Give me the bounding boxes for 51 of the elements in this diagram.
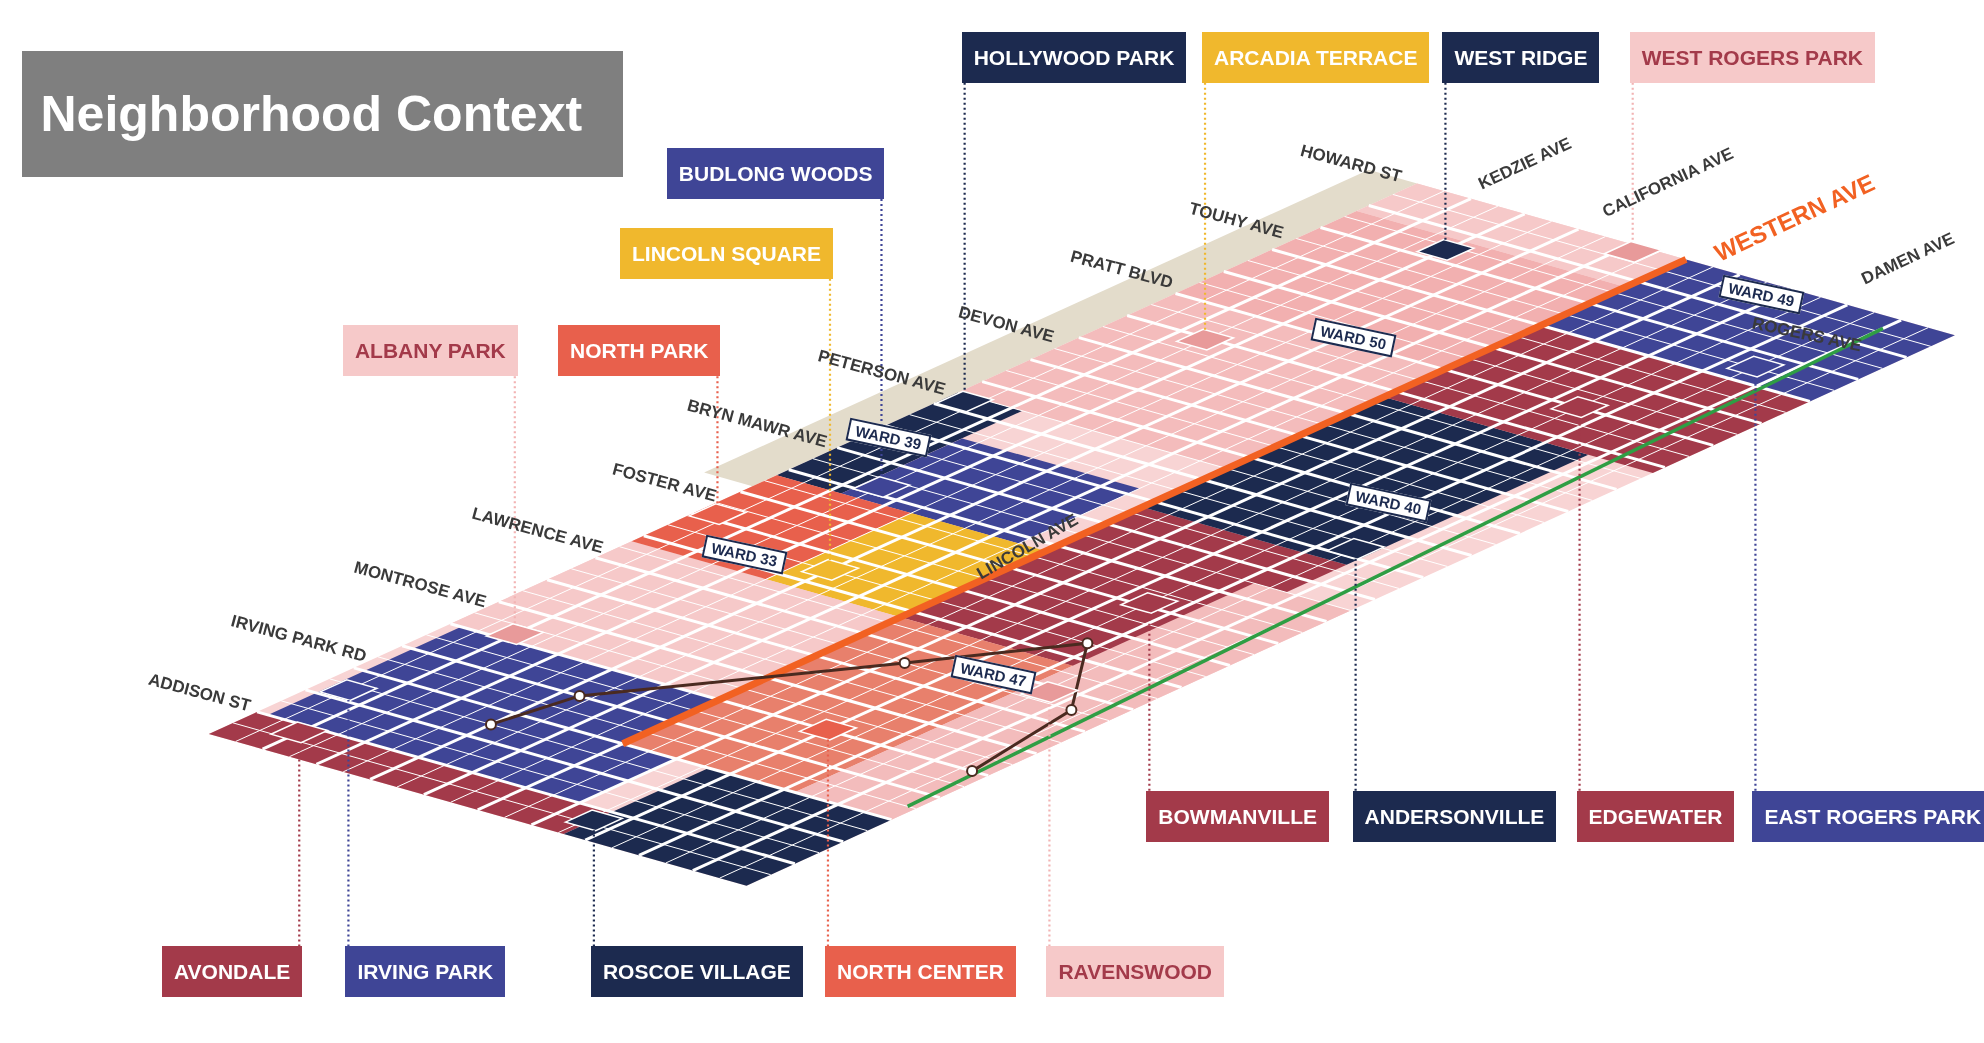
city-block [317,679,379,702]
leader-line [1148,612,1151,791]
neighborhood-label: BOWMANVILLE [1146,790,1329,842]
leader-line [347,699,350,947]
neighborhood-label: ROSCOE VILLAGE [590,946,803,998]
street-label: BRYN MAWR AVE [684,395,829,453]
leader-line [592,830,595,947]
leader-line [963,82,966,392]
neighborhood-label: BUDLONG WOODS [666,148,885,200]
street-label: TOUHY AVE [1186,199,1286,244]
city-block [1174,328,1236,351]
leader-line [716,376,719,505]
neighborhood-label: EAST ROGERS PARK [1752,790,1984,842]
neighborhood-label: LINCOLN SQUARE [620,227,833,279]
leader-line [880,199,883,478]
city-block [850,475,912,499]
neighborhood-label: ARCADIA TERRACE [1202,31,1430,83]
title: Neighborhood Context [40,84,583,143]
leader-line [1203,82,1207,330]
street-label: IRVING PARK RD [228,611,369,667]
neighborhood-label: WEST ROGERS PARK [1629,31,1875,83]
city-block [686,503,748,526]
city-block [1549,396,1611,419]
neighborhood-label: ALBANY PARK [342,325,518,377]
city-block [1414,238,1476,261]
neighborhood-label: IRVING PARK [345,946,506,998]
neighborhood-label: WEST RIDGE [1442,31,1600,83]
neighborhood-label: ANDERSONVILLE [1352,790,1557,842]
city-block [797,718,859,741]
city-block [1118,591,1180,615]
city-block [1724,355,1786,378]
leader-line [1354,558,1357,791]
city-block [268,721,330,744]
leader-line [513,376,516,625]
neighborhood-label: NORTH CENTER [824,946,1016,998]
city-block [563,809,625,832]
leader-line [1048,702,1051,947]
city-block [1325,537,1387,560]
neighborhood-label: EDGEWATER [1576,790,1735,842]
leader-line [1631,82,1634,243]
neighborhood-label: AVONDALE [161,946,303,998]
neighborhood-label: NORTH PARK [558,325,721,377]
neighborhood-label: HOLLYWOOD PARK [961,31,1187,83]
city-block [484,623,546,646]
leader-line [828,278,832,561]
street-label: PRATT BLVD [1067,246,1175,293]
leader-line [826,739,830,947]
leader-line [1444,82,1447,241]
street-label: ROGERS AVE [1750,313,1864,357]
neighborhood-label: RAVENSWOOD [1046,946,1225,998]
street-label: DEVON AVE [956,302,1057,348]
